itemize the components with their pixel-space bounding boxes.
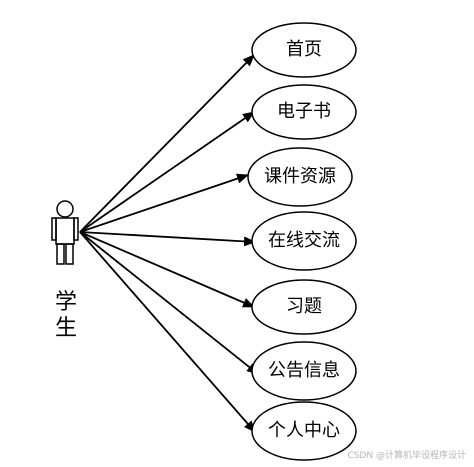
association-arrow — [79, 231, 256, 433]
use-case-home[interactable]: 首页 — [252, 36, 356, 64]
use-case-label: 电子书 — [277, 101, 331, 122]
use-case-ellipse — [251, 401, 357, 461]
use-case-ellipse — [247, 147, 353, 207]
association-arrow — [79, 54, 255, 233]
actor-label: 学 生 — [54, 290, 77, 341]
use-case-ebook[interactable]: 电子书 — [252, 98, 356, 126]
use-case-label: 在线交流 — [268, 230, 340, 251]
use-case-ellipse — [251, 84, 357, 140]
use-case-ellipse — [251, 341, 357, 401]
use-case-ellipse — [251, 22, 357, 78]
watermark: CSDN @计算机毕设程序设计 — [347, 451, 466, 461]
association-arrow — [79, 111, 255, 233]
use-case-ellipse — [251, 279, 357, 335]
use-case-label: 习题 — [286, 296, 322, 317]
use-case-label: 首页 — [286, 39, 322, 60]
association-arrow — [79, 231, 255, 308]
use-case-courseware[interactable]: 课件资源 — [260, 151, 340, 203]
use-case-exercises[interactable]: 习题 — [252, 293, 356, 321]
use-case-personal-center[interactable]: 个人中心 — [264, 405, 344, 457]
use-case-online-chat[interactable]: 在线交流 — [264, 215, 344, 267]
association-arrow — [79, 231, 259, 375]
use-case-label: 课件资源 — [264, 166, 336, 187]
association-arrow — [79, 173, 249, 233]
use-case-ellipse — [251, 211, 357, 271]
use-case-label: 个人中心 — [268, 420, 340, 441]
actor-icon — [51, 200, 79, 265]
use-case-announcements[interactable]: 公告信息 — [264, 345, 344, 397]
use-case-label: 公告信息 — [268, 360, 340, 381]
association-arrow — [79, 231, 256, 247]
